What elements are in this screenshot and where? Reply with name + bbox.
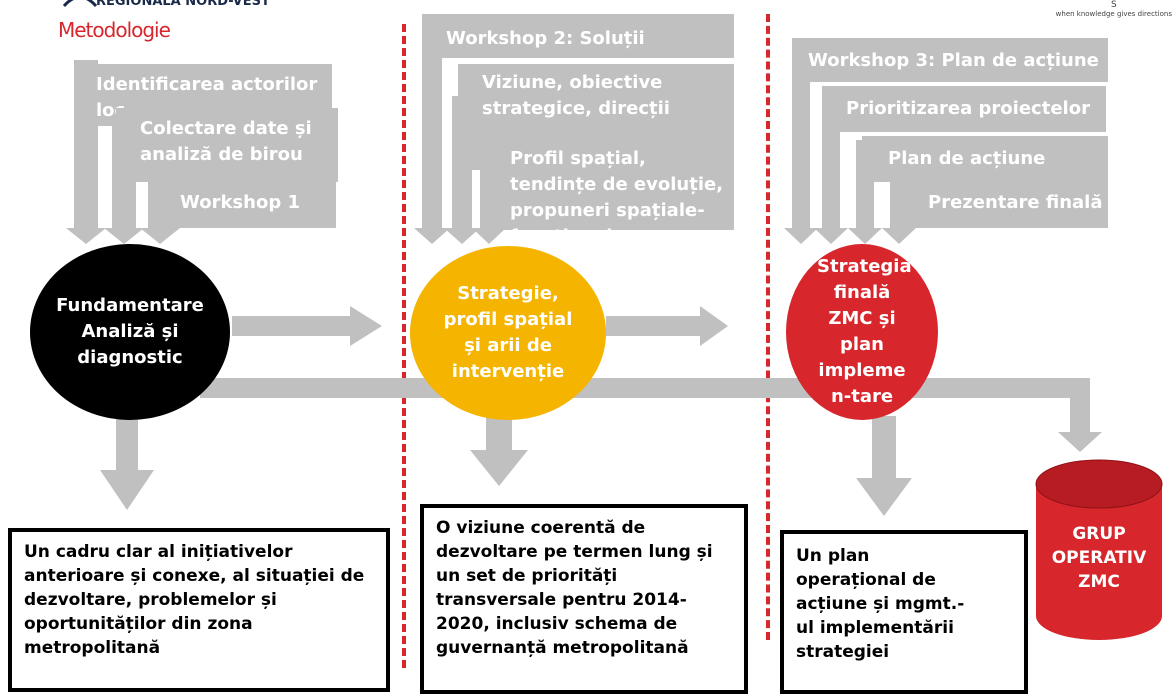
cylinder-shape bbox=[1035, 459, 1163, 640]
arrow-p3-b-head bbox=[814, 228, 848, 244]
arrow-p3-c-head bbox=[848, 228, 882, 244]
circle-strategia-finala-label: Strategia finală ZMC și plan impleme n-t… bbox=[817, 256, 912, 407]
arrow-p2-b-head bbox=[444, 228, 480, 244]
circle-fundamentare-label: Fundamentare Analiză și diagnostic bbox=[56, 295, 204, 368]
section-title: Metodologie bbox=[58, 18, 171, 42]
arrow-down-1-head bbox=[100, 470, 154, 510]
arrow-p1-a-head bbox=[66, 228, 106, 244]
tagline-text: when knowledge gives directions bbox=[1055, 10, 1172, 18]
cylinder-label: GRUP OPERATIV ZMC bbox=[1051, 524, 1147, 592]
connector-bar bbox=[200, 378, 1086, 398]
phase3-box-plan-label: Plan de acțiune bbox=[888, 148, 1046, 169]
circle-strategie-label: Strategie, profil spațial și arii de int… bbox=[443, 283, 573, 382]
phase3-box-final-label: Prezentare finală bbox=[928, 192, 1103, 213]
arrow-p2-a bbox=[422, 44, 442, 228]
output-phase3: Un plan operațional de acțiune și mgmt.-… bbox=[780, 530, 1028, 694]
phase2-box-vision-label: Viziune, obiective strategice, direcții bbox=[482, 72, 670, 119]
output-phase2: O viziune coerentă de dezvoltare pe term… bbox=[420, 504, 748, 694]
arrow-p2-c-head bbox=[472, 228, 506, 244]
phase3-header-label: Workshop 3: Plan de acțiune bbox=[808, 50, 1099, 71]
arrow-down-1 bbox=[116, 416, 138, 470]
phase3-header: Workshop 3: Plan de acțiune bbox=[792, 38, 1108, 82]
phase1-box-data: Colectare date și analiză de birou bbox=[116, 108, 338, 182]
phase1-box-workshop: Workshop 1 bbox=[154, 180, 336, 228]
phase3-box-final: Prezentare finală bbox=[898, 180, 1108, 228]
logo-mark bbox=[62, 0, 98, 8]
circle-fundamentare: Fundamentare Analiză și diagnostic bbox=[30, 244, 230, 420]
connector-down-head bbox=[1058, 432, 1102, 452]
arrow-flow-1 bbox=[232, 306, 382, 346]
phase2-box-spatial: Profil spațial, tendințe de evoluție, pr… bbox=[488, 140, 734, 247]
phase1-box-data-label: Colectare date și analiză de birou bbox=[140, 118, 312, 165]
output-phase1-text: Un cadru clar al inițiativelor anterioar… bbox=[24, 542, 365, 658]
phase3-box-plan: Plan de acțiune bbox=[862, 136, 1108, 182]
arrow-down-3 bbox=[872, 416, 896, 478]
org-name: REGIONALA NORD-VEST bbox=[96, 0, 270, 9]
phase3-box-priorities-label: Prioritizarea proiectelor bbox=[846, 98, 1090, 119]
arrow-flow-2 bbox=[606, 306, 728, 346]
arrow-p3-a-head bbox=[784, 228, 818, 244]
logo bbox=[60, 0, 100, 10]
phase3-box-priorities: Prioritizarea proiectelor bbox=[828, 86, 1106, 132]
cylinder-grup-operativ: GRUP OPERATIV ZMC bbox=[1034, 458, 1164, 644]
arrow-down-2 bbox=[486, 416, 512, 450]
separator-right bbox=[766, 14, 770, 640]
phase1-box-workshop-label: Workshop 1 bbox=[180, 192, 300, 213]
connector-down bbox=[1070, 378, 1090, 432]
tagline: S when knowledge gives directions bbox=[1056, 0, 1172, 18]
arrow-down-2-head bbox=[470, 450, 528, 486]
output-phase2-text: O viziune coerentă de dezvoltare pe term… bbox=[436, 518, 713, 658]
output-phase1: Un cadru clar al inițiativelor anterioar… bbox=[8, 528, 390, 692]
circle-strategia-finala: Strategia finală ZMC și plan impleme n-t… bbox=[786, 244, 938, 420]
phase2-header-label: Workshop 2: Soluții bbox=[446, 28, 645, 49]
arrow-p1-c-head bbox=[140, 228, 180, 244]
circle-strategie: Strategie, profil spațial și arii de int… bbox=[410, 246, 606, 420]
arrow-p3-a bbox=[792, 56, 810, 228]
tagline-mark: S bbox=[1110, 0, 1117, 10]
phase2-header: Workshop 2: Soluții bbox=[422, 14, 734, 58]
arrow-down-3-head bbox=[856, 478, 912, 516]
phase2-box-spatial-label: Profil spațial, tendințe de evoluție, pr… bbox=[510, 148, 724, 247]
arrow-p3-d-head bbox=[882, 228, 916, 244]
separator-left bbox=[402, 24, 406, 668]
output-phase3-text: Un plan operațional de acțiune și mgmt.-… bbox=[796, 546, 965, 662]
arrow-p1-b-head bbox=[104, 228, 144, 244]
arrow-p2-a-head bbox=[414, 228, 450, 244]
